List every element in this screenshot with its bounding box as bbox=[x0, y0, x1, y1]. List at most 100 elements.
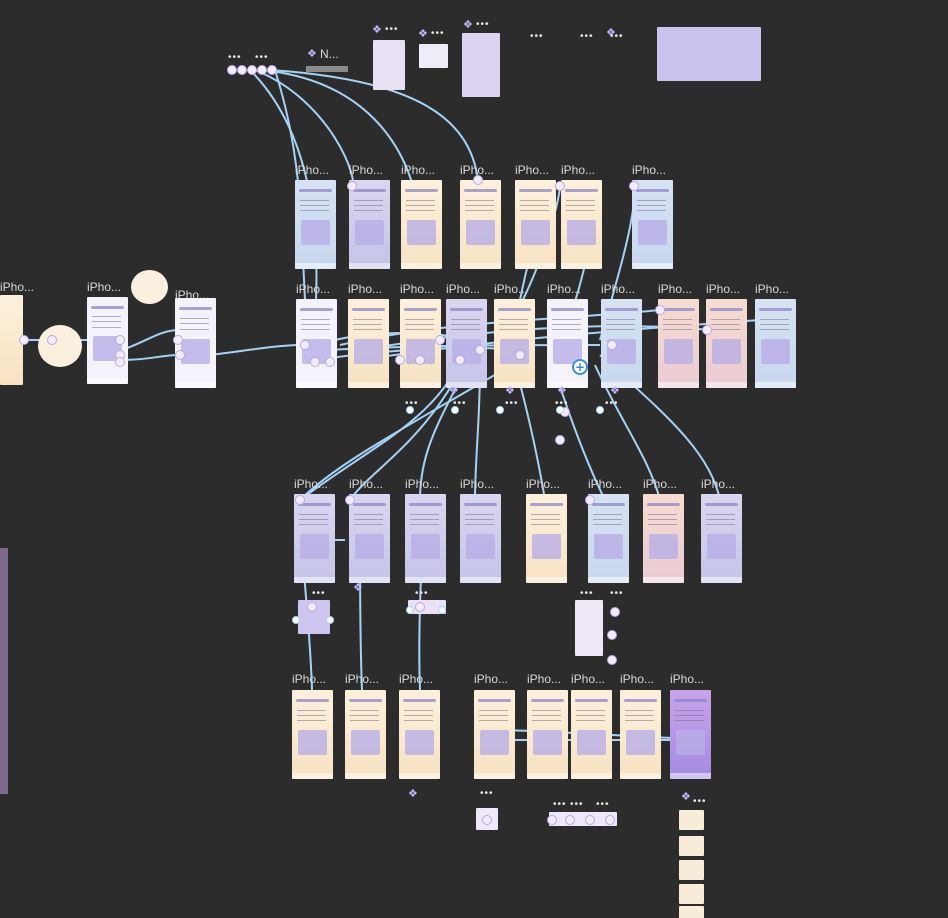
screen-frame-31[interactable] bbox=[527, 690, 568, 779]
frame-label[interactable]: iPho... bbox=[643, 477, 677, 491]
frame-label[interactable]: iPho... bbox=[547, 282, 581, 296]
screen-frame-5[interactable] bbox=[460, 180, 501, 269]
connection-handle[interactable] bbox=[406, 606, 414, 614]
connection-node[interactable] bbox=[267, 65, 277, 75]
connection-node[interactable] bbox=[173, 335, 183, 345]
frame-label[interactable]: iPho... bbox=[526, 477, 560, 491]
frame-label[interactable]: iPho... bbox=[446, 282, 480, 296]
connection-node[interactable] bbox=[607, 340, 617, 350]
screen-frame-19[interactable] bbox=[294, 494, 335, 583]
frame-label[interactable]: iPho... bbox=[658, 282, 692, 296]
component-card[interactable] bbox=[373, 40, 405, 90]
plus-circle-icon[interactable]: + bbox=[572, 359, 588, 375]
component-card[interactable] bbox=[679, 884, 704, 904]
connection-node[interactable] bbox=[115, 335, 125, 345]
screen-frame-29[interactable] bbox=[399, 690, 440, 779]
ellipsis-icon[interactable]: ••• bbox=[530, 33, 544, 41]
ellipsis-icon[interactable]: ••• bbox=[431, 30, 445, 38]
frame-label[interactable]: iPho... bbox=[345, 672, 379, 686]
ellipsis-icon[interactable]: ••• bbox=[415, 590, 429, 598]
connection-node[interactable] bbox=[555, 181, 565, 191]
connection-node[interactable] bbox=[300, 340, 310, 350]
connection-handle[interactable] bbox=[326, 616, 334, 624]
connection-node[interactable] bbox=[585, 815, 595, 825]
screen-frame-7[interactable] bbox=[561, 180, 602, 269]
screen-frame-13[interactable] bbox=[494, 299, 535, 388]
screen-frame-27[interactable] bbox=[292, 690, 333, 779]
connection-node[interactable] bbox=[257, 65, 267, 75]
ellipsis-icon[interactable]: ••• bbox=[255, 54, 269, 62]
frame-label[interactable]: iPho... bbox=[460, 477, 494, 491]
connection-node[interactable] bbox=[115, 357, 125, 367]
connection-handle[interactable] bbox=[596, 406, 604, 414]
connection-node[interactable] bbox=[629, 181, 639, 191]
frame-label[interactable]: iPho... bbox=[400, 282, 434, 296]
prototype-connector[interactable] bbox=[122, 330, 180, 350]
ellipsis-icon[interactable]: ••• bbox=[693, 798, 707, 806]
connection-node[interactable] bbox=[655, 305, 665, 315]
screen-frame-17[interactable] bbox=[706, 299, 747, 388]
connection-node[interactable] bbox=[347, 181, 357, 191]
ellipsis-icon[interactable]: ••• bbox=[312, 590, 326, 598]
connection-node[interactable] bbox=[607, 630, 617, 640]
component-card[interactable] bbox=[679, 906, 704, 918]
screen-frame-18[interactable] bbox=[755, 299, 796, 388]
component-card[interactable] bbox=[679, 836, 704, 856]
connection-node[interactable] bbox=[565, 815, 575, 825]
connection-node[interactable] bbox=[607, 655, 617, 665]
component-card[interactable] bbox=[679, 810, 704, 830]
screen-frame-3[interactable] bbox=[349, 180, 390, 269]
connection-node[interactable] bbox=[482, 815, 492, 825]
connection-node[interactable] bbox=[247, 65, 257, 75]
frame-label[interactable]: iPho... bbox=[349, 163, 383, 177]
component-card[interactable] bbox=[679, 860, 704, 880]
screen-frame-32[interactable] bbox=[571, 690, 612, 779]
screen-frame-11[interactable] bbox=[400, 299, 441, 388]
frame-label[interactable]: iPho... bbox=[571, 672, 605, 686]
connection-node[interactable] bbox=[307, 602, 317, 612]
connection-node[interactable] bbox=[395, 355, 405, 365]
frame-label[interactable]: iPho... bbox=[755, 282, 789, 296]
connection-handle[interactable] bbox=[496, 406, 504, 414]
frame-label[interactable]: iPho... bbox=[701, 477, 735, 491]
ellipsis-icon[interactable]: ••• bbox=[553, 801, 567, 809]
connection-node[interactable] bbox=[345, 495, 355, 505]
screen-frame-28[interactable] bbox=[345, 690, 386, 779]
screen-frame-21[interactable] bbox=[405, 494, 446, 583]
screen-frame-26[interactable] bbox=[701, 494, 742, 583]
frame-label[interactable]: iPho... bbox=[601, 282, 635, 296]
screen-frame-12[interactable] bbox=[446, 299, 487, 388]
ellipsis-icon[interactable]: ••• bbox=[480, 790, 494, 798]
connection-node[interactable] bbox=[515, 350, 525, 360]
connection-node[interactable] bbox=[555, 435, 565, 445]
ellipsis-icon[interactable]: ••• bbox=[596, 801, 610, 809]
ellipsis-icon[interactable]: ••• bbox=[580, 33, 594, 41]
component-grid[interactable] bbox=[657, 27, 761, 81]
frame-label[interactable]: iPho... bbox=[0, 280, 34, 294]
screen-frame-25[interactable] bbox=[643, 494, 684, 583]
frame-label[interactable]: iPho... bbox=[515, 163, 549, 177]
connection-node[interactable] bbox=[19, 335, 29, 345]
connection-node[interactable] bbox=[415, 602, 425, 612]
connection-node[interactable] bbox=[227, 65, 237, 75]
ellipsis-icon[interactable]: ••• bbox=[610, 590, 624, 598]
screen-frame-6[interactable] bbox=[515, 180, 556, 269]
connection-node[interactable] bbox=[585, 495, 595, 505]
screen-frame-24[interactable] bbox=[588, 494, 629, 583]
ellipsis-icon[interactable]: ••• bbox=[580, 590, 594, 598]
screen-frame-8[interactable] bbox=[632, 180, 673, 269]
connection-handle[interactable] bbox=[292, 616, 300, 624]
frame-label[interactable]: iPho... bbox=[706, 282, 740, 296]
connection-node[interactable] bbox=[435, 335, 445, 345]
connection-handle[interactable] bbox=[451, 406, 459, 414]
frame-label[interactable]: iPho... bbox=[292, 672, 326, 686]
ellipsis-icon[interactable]: ••• bbox=[228, 54, 242, 62]
frame-label[interactable]: iPho... bbox=[474, 672, 508, 686]
screen-frame-33[interactable] bbox=[620, 690, 661, 779]
ellipsis-icon[interactable]: ••• bbox=[385, 26, 399, 34]
connection-node[interactable] bbox=[547, 815, 557, 825]
screen-frame-10[interactable] bbox=[348, 299, 389, 388]
connection-node[interactable] bbox=[295, 495, 305, 505]
connection-node[interactable] bbox=[175, 350, 185, 360]
